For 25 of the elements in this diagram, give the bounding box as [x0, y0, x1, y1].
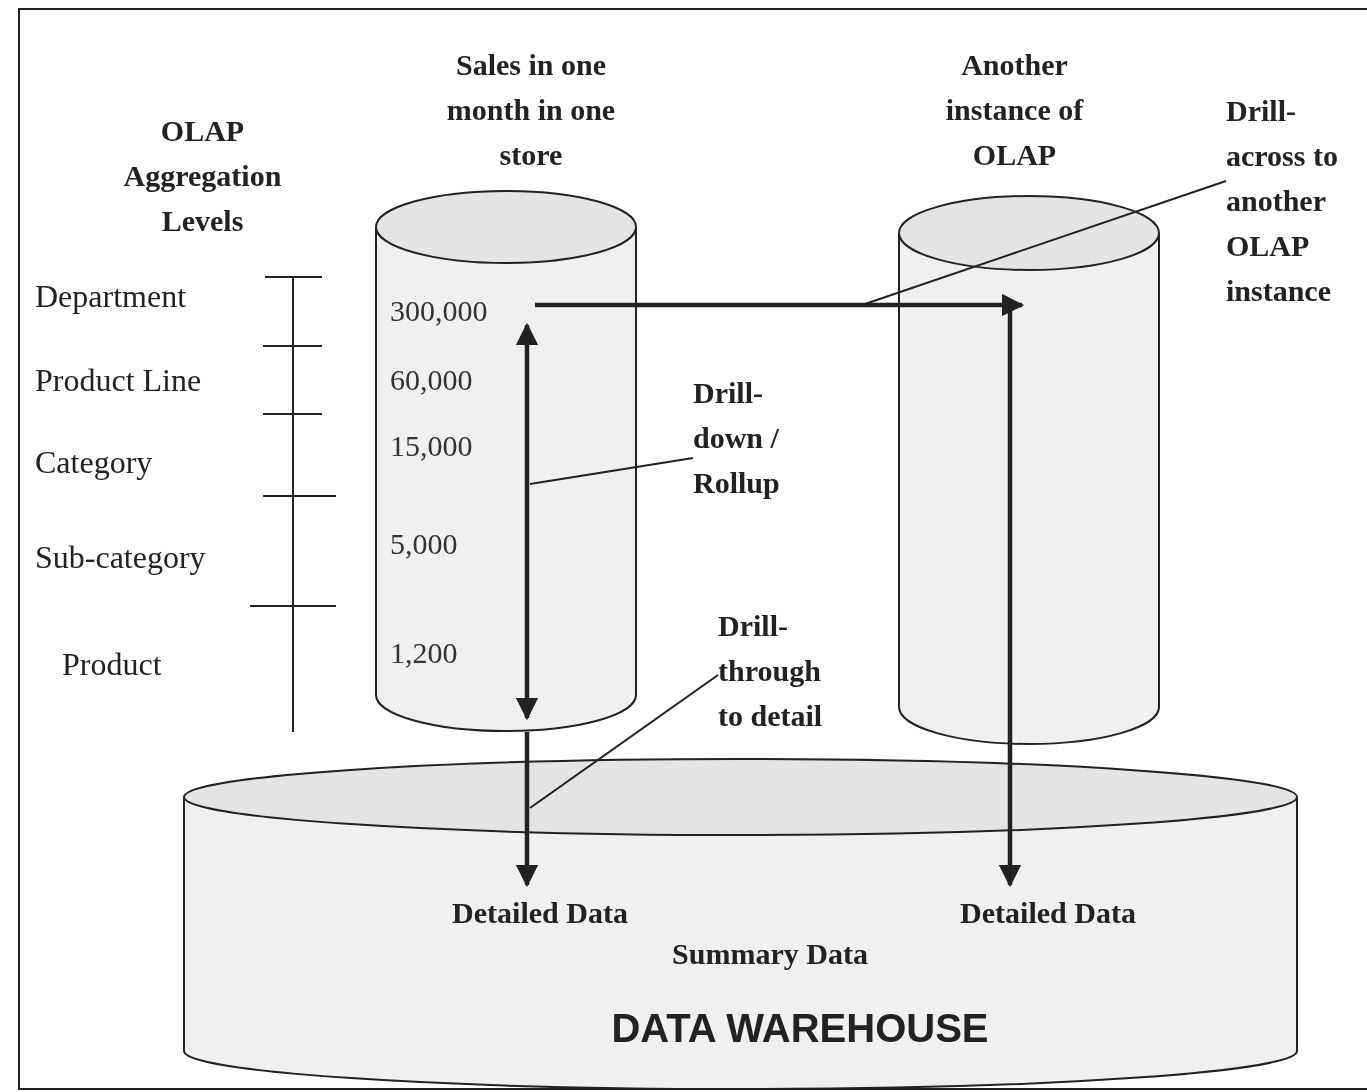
warehouse-title: DATA WAREHOUSE [610, 1005, 990, 1052]
drill-label: Drill-down / Rollup [693, 375, 781, 501]
data-label: Detailed Data [451, 895, 629, 931]
value-label: 60,000 [390, 362, 474, 398]
arrow [535, 293, 1025, 317]
leader-line [529, 674, 719, 809]
value-label: 300,000 [390, 293, 489, 329]
drill-label: Drill-across to another OLAP instance [1226, 93, 1339, 309]
scale-heading: OLAP Aggregation Levels [122, 113, 283, 239]
level-label: Product [62, 646, 162, 683]
data-label: Detailed Data [959, 895, 1137, 931]
cylinder-heading: Another instance of OLAP [944, 47, 1085, 173]
leader-line [529, 457, 694, 485]
level-label: Sub-category [35, 539, 206, 576]
level-label: Product Line [35, 362, 202, 399]
cylinder-heading: Sales in one month in one store [445, 47, 617, 173]
drill-label: Drill-through to detail [718, 608, 824, 734]
arrow [515, 322, 539, 721]
value-label: 15,000 [390, 428, 474, 464]
arrow [515, 732, 539, 888]
level-label: Department [35, 278, 187, 315]
level-label: Category [35, 444, 153, 481]
value-label: 1,200 [390, 635, 459, 671]
data-label: Summary Data [671, 936, 869, 972]
value-label: 5,000 [390, 526, 459, 562]
